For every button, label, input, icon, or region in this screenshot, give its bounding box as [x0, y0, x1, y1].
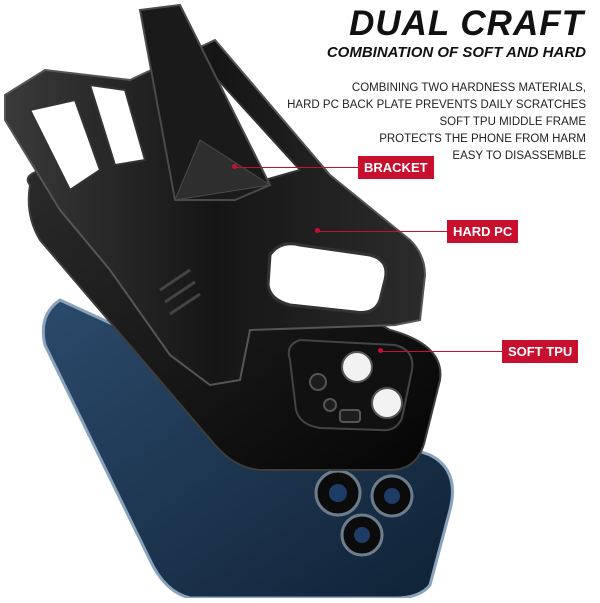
soft-tpu-callout: SOFT TPU — [382, 340, 579, 363]
bracket-leader-line — [236, 167, 358, 168]
description-line: COMBINING TWO HARDNESS MATERIALS, — [351, 82, 586, 94]
hard-pc-callout: HARD PC — [320, 220, 519, 243]
description-line: SOFT TPU MIDDLE FRAME — [439, 116, 586, 128]
soft-tpu-label: SOFT TPU — [502, 340, 579, 363]
description-line: EASY TO DISASSEMBLE — [452, 150, 586, 162]
soft-tpu-leader-line — [382, 351, 502, 352]
bracket-callout: BRACKET — [236, 156, 434, 179]
kickstand-bracket — [138, 3, 272, 201]
page-title: DUAL CRAFT — [349, 4, 584, 43]
soft-tpu-marker-dot — [378, 348, 383, 353]
description-line: PROTECTS THE PHONE FROM HARM — [379, 133, 586, 145]
camera-cutout — [266, 242, 388, 314]
phone-camera-lenses — [314, 469, 414, 557]
hard-pc-plate — [4, 3, 427, 387]
hard-pc-marker-dot — [315, 228, 320, 233]
bracket-marker-dot — [232, 164, 237, 169]
hard-pc-leader-line — [320, 231, 447, 232]
hard-pc-label: HARD PC — [447, 220, 519, 243]
page-subtitle: COMBINATION OF SOFT AND HARD — [326, 44, 586, 61]
bracket-label: BRACKET — [358, 156, 434, 179]
feature-description: COMBINING TWO HARDNESS MATERIALS, HARD P… — [287, 80, 586, 165]
description-line: HARD PC BACK PLATE PREVENTS DAILY SCRATC… — [287, 99, 586, 111]
